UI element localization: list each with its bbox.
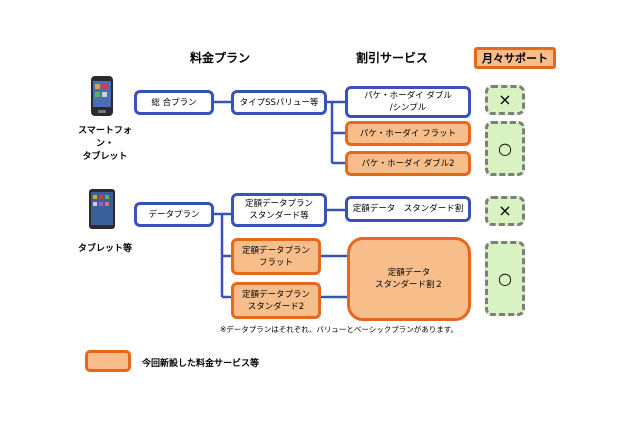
pake-houdai-flat-box: パケ・ホーダイ フラット bbox=[345, 121, 471, 146]
support-cell-row2: ○ bbox=[485, 121, 525, 176]
fixed-data-plan-standard-box: 定額データプラン スタンダード等 bbox=[231, 193, 327, 227]
plan-header: 料金プラン bbox=[189, 51, 250, 65]
legend-swatch bbox=[85, 350, 131, 372]
footnote: ※データプランはそれぞれ、バリューとベーシックプランがあります。 bbox=[220, 325, 458, 334]
fixed-data-standard-discount2-box: 定額データ スタンダード割２ bbox=[347, 237, 471, 321]
cross-icon: × bbox=[498, 90, 512, 109]
tablet-label: タブレット等 bbox=[77, 244, 132, 254]
support-cell-row1: × bbox=[485, 85, 525, 115]
smartphone-label: スマートフォン・ タブレット bbox=[78, 126, 132, 162]
circle-icon: ○ bbox=[498, 268, 512, 288]
circle-icon: ○ bbox=[498, 138, 512, 158]
legend-label: 今回新設した料金サービス等 bbox=[142, 359, 260, 369]
pake-houdai-double-simple-box: パケ・ホーダイ ダブル /シンプル bbox=[345, 86, 471, 118]
type-ss-value-box: タイプSSバリュー等 bbox=[231, 90, 327, 115]
fixed-data-plan-flat-box: 定額データプラン フラット bbox=[231, 238, 321, 275]
support-cell-row4: ○ bbox=[485, 241, 525, 316]
smartphone-icon bbox=[90, 75, 114, 117]
comprehensive-plan-box: 総 合プラン bbox=[134, 90, 214, 115]
discount-header: 割引サービス bbox=[355, 51, 428, 65]
tablet-icon bbox=[88, 188, 116, 230]
support-header-tag: 月々サポート bbox=[474, 47, 556, 69]
cross-icon: × bbox=[498, 201, 512, 220]
support-cell-row3: × bbox=[485, 196, 525, 226]
fixed-data-standard-discount-box: 定額データ スタンダード割 bbox=[345, 196, 471, 222]
pake-houdai-double2-box: パケ・ホーダイ ダブル2 bbox=[345, 151, 471, 176]
data-plan-box: データプラン bbox=[134, 202, 214, 227]
fixed-data-plan-standard2-box: 定額データプラン スタンダード2 bbox=[231, 282, 321, 319]
